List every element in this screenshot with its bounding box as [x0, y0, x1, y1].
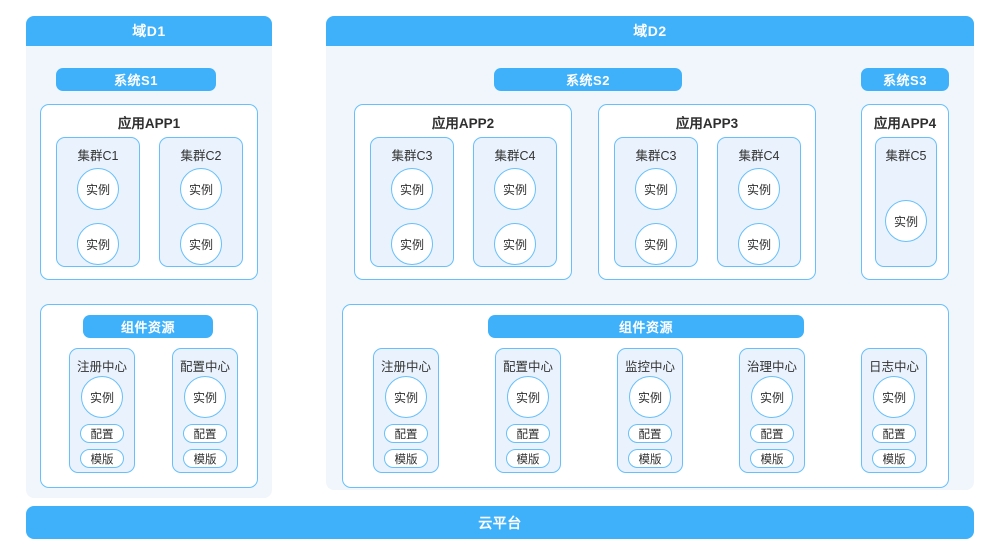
domain-d2[interactable]: 域D2 系统S2 系统S3 应用APP2 集群C3 实例 实例 集群C4 实例 … — [326, 16, 974, 490]
cluster-c4-title: 集群C4 — [738, 149, 780, 163]
instance-circle[interactable]: 实例 — [494, 168, 536, 210]
instance-circle[interactable]: 实例 — [81, 376, 123, 418]
template-chip[interactable]: 模版 — [506, 449, 550, 468]
instance-circle[interactable]: 实例 — [184, 376, 226, 418]
template-chip[interactable]: 模版 — [183, 449, 227, 468]
cluster-c4-box[interactable]: 集群C4 实例 实例 — [717, 137, 801, 267]
instance-circle[interactable]: 实例 — [385, 376, 427, 418]
component-registry-center-box[interactable]: 注册中心 实例 配置 模版 — [69, 348, 135, 473]
config-chip[interactable]: 配置 — [750, 424, 794, 443]
instance-circle[interactable]: 实例 — [629, 376, 671, 418]
app-app2-title: 应用APP2 — [431, 116, 495, 131]
config-chip[interactable]: 配置 — [80, 424, 124, 443]
cloud-platform-bar[interactable]: 云平台 — [26, 506, 974, 539]
instance-circle[interactable]: 实例 — [180, 223, 222, 265]
template-chip[interactable]: 模版 — [750, 449, 794, 468]
cluster-c3-box[interactable]: 集群C3 实例 实例 — [370, 137, 454, 267]
cluster-c4-title: 集群C4 — [494, 149, 536, 163]
instance-circle[interactable]: 实例 — [873, 376, 915, 418]
cluster-c4-box[interactable]: 集群C4 实例 实例 — [473, 137, 557, 267]
cluster-c1-box[interactable]: 集群C1 实例 实例 — [56, 137, 140, 267]
system-s3-label[interactable]: 系统S3 — [861, 68, 949, 91]
app-app1-title: 应用APP1 — [117, 116, 181, 131]
component-resources-d1-box[interactable]: 组件资源 注册中心 实例 配置 模版 配置中心 实例 配置 模版 — [40, 304, 258, 488]
app-app4-title: 应用APP4 — [873, 116, 937, 131]
component-resources-d2-box[interactable]: 组件资源 注册中心 实例 配置 模版 配置中心 实例 配置 模版 监控 — [342, 304, 949, 488]
instance-circle[interactable]: 实例 — [391, 168, 433, 210]
component-registry-center-box[interactable]: 注册中心 实例 配置 模版 — [373, 348, 439, 473]
component-title: 日志中心 — [868, 360, 919, 374]
config-chip[interactable]: 配置 — [872, 424, 916, 443]
cluster-c3-box[interactable]: 集群C3 实例 实例 — [614, 137, 698, 267]
instance-circle[interactable]: 实例 — [635, 223, 677, 265]
cluster-c3-title: 集群C3 — [391, 149, 433, 163]
app-app2-box[interactable]: 应用APP2 集群C3 实例 实例 集群C4 实例 实例 — [354, 104, 572, 280]
cluster-c3-title: 集群C3 — [635, 149, 677, 163]
component-governance-center-box[interactable]: 治理中心 实例 配置 模版 — [739, 348, 805, 473]
instance-circle[interactable]: 实例 — [738, 223, 780, 265]
cluster-c1-title: 集群C1 — [77, 149, 119, 163]
config-chip[interactable]: 配置 — [506, 424, 550, 443]
config-chip[interactable]: 配置 — [628, 424, 672, 443]
instance-circle[interactable]: 实例 — [77, 168, 119, 210]
instance-circle[interactable]: 实例 — [885, 200, 927, 242]
component-resources-d1-label[interactable]: 组件资源 — [83, 315, 213, 338]
instance-circle[interactable]: 实例 — [180, 168, 222, 210]
component-config-center-box[interactable]: 配置中心 实例 配置 模版 — [495, 348, 561, 473]
component-resources-d2-label[interactable]: 组件资源 — [488, 315, 804, 338]
cluster-c2-title: 集群C2 — [180, 149, 222, 163]
component-monitor-center-box[interactable]: 监控中心 实例 配置 模版 — [617, 348, 683, 473]
domain-d1[interactable]: 域D1 系统S1 应用APP1 集群C1 实例 实例 集群C2 实例 实例 — [26, 16, 272, 498]
template-chip[interactable]: 模版 — [80, 449, 124, 468]
instance-circle[interactable]: 实例 — [738, 168, 780, 210]
domain-d1-header: 域D1 — [26, 16, 272, 46]
component-title: 监控中心 — [624, 360, 675, 374]
config-chip[interactable]: 配置 — [384, 424, 428, 443]
domain-d2-header: 域D2 — [326, 16, 974, 46]
cluster-c5-box[interactable]: 集群C5 实例 — [875, 137, 937, 267]
component-title: 配置中心 — [502, 360, 553, 374]
system-s1-label[interactable]: 系统S1 — [56, 68, 216, 91]
instance-circle[interactable]: 实例 — [751, 376, 793, 418]
system-s2-label[interactable]: 系统S2 — [494, 68, 682, 91]
component-title: 注册中心 — [76, 360, 127, 374]
app-app3-title: 应用APP3 — [675, 116, 739, 131]
app-app1-box[interactable]: 应用APP1 集群C1 实例 实例 集群C2 实例 实例 — [40, 104, 258, 280]
template-chip[interactable]: 模版 — [872, 449, 916, 468]
instance-circle[interactable]: 实例 — [635, 168, 677, 210]
instance-circle[interactable]: 实例 — [507, 376, 549, 418]
component-title: 注册中心 — [380, 360, 431, 374]
instance-circle[interactable]: 实例 — [494, 223, 536, 265]
template-chip[interactable]: 模版 — [628, 449, 672, 468]
component-config-center-box[interactable]: 配置中心 实例 配置 模版 — [172, 348, 238, 473]
cluster-c5-title: 集群C5 — [885, 149, 927, 163]
template-chip[interactable]: 模版 — [384, 449, 428, 468]
component-title: 治理中心 — [746, 360, 797, 374]
instance-circle[interactable]: 实例 — [391, 223, 433, 265]
cluster-c2-box[interactable]: 集群C2 实例 实例 — [159, 137, 243, 267]
app-app3-box[interactable]: 应用APP3 集群C3 实例 实例 集群C4 实例 实例 — [598, 104, 816, 280]
instance-circle[interactable]: 实例 — [77, 223, 119, 265]
config-chip[interactable]: 配置 — [183, 424, 227, 443]
component-title: 配置中心 — [179, 360, 230, 374]
app-app4-box[interactable]: 应用APP4 集群C5 实例 — [861, 104, 949, 280]
component-log-center-box[interactable]: 日志中心 实例 配置 模版 — [861, 348, 927, 473]
